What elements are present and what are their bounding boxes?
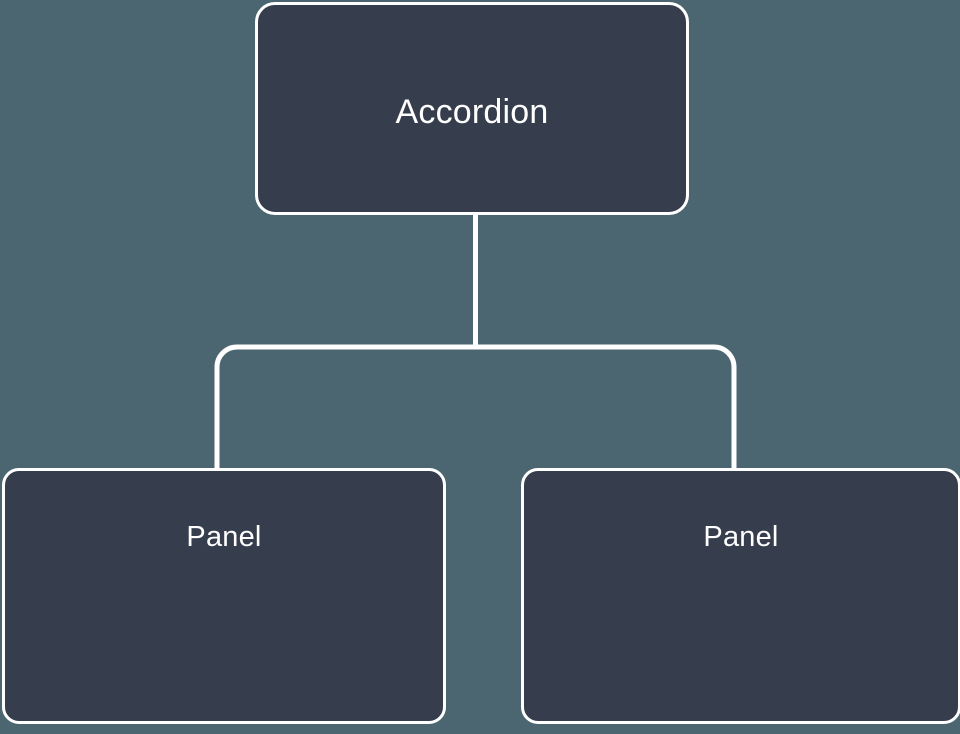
connector-branch-left bbox=[214, 344, 476, 470]
node-label-panel-1: Panel bbox=[703, 521, 779, 553]
node-label-panel-0: Panel bbox=[186, 521, 262, 553]
node-label-accordion: Accordion bbox=[395, 93, 549, 131]
tree-node-accordion[interactable]: Accordion bbox=[255, 2, 689, 215]
tree-node-panel-1[interactable]: Panel isActive false bbox=[521, 468, 960, 724]
connector-branch-right bbox=[475, 344, 737, 470]
tree-node-panel-0[interactable]: Panel isActive true bbox=[2, 468, 446, 724]
